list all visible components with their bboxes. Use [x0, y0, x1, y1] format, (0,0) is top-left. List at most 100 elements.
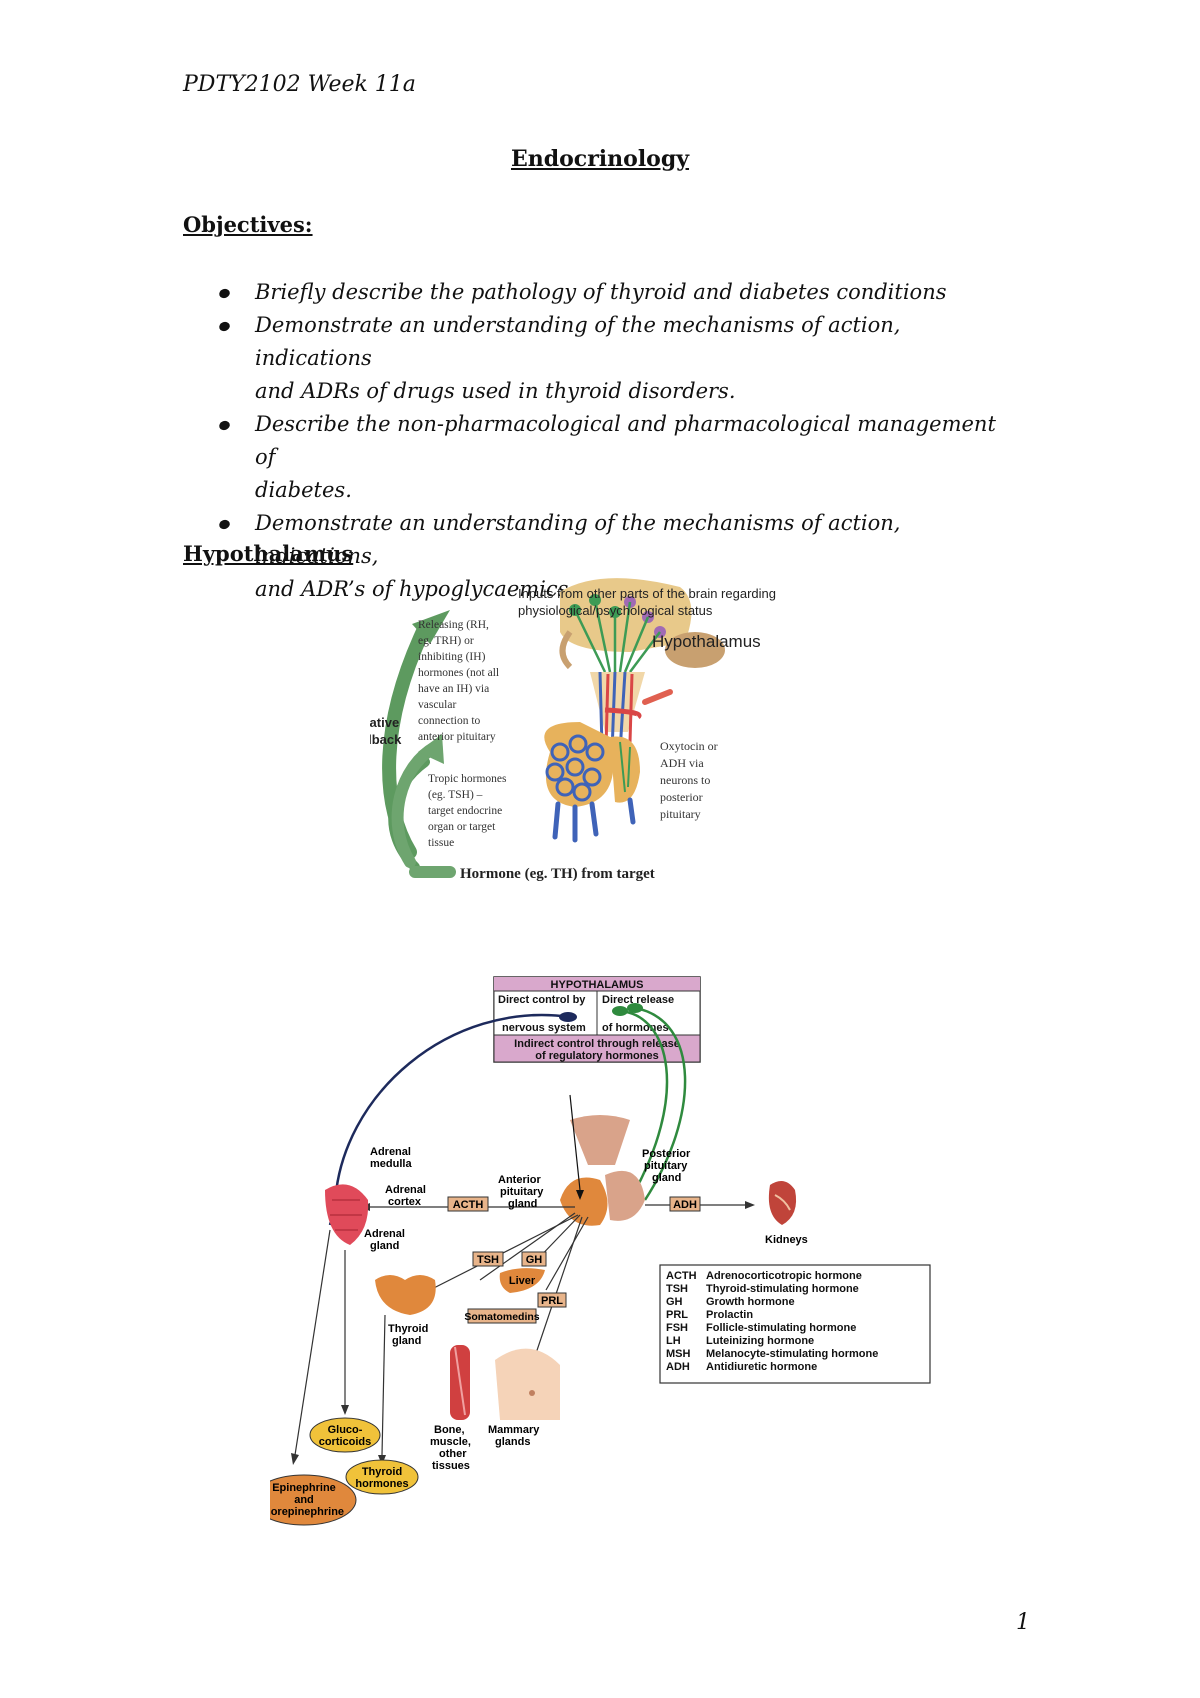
- svg-text:vascular: vascular: [418, 699, 456, 711]
- svg-text:pituitary: pituitary: [644, 1160, 688, 1172]
- svg-text:Tropic hormones: Tropic hormones: [428, 773, 507, 785]
- adrenal-medulla-label: Adrenal: [370, 1146, 411, 1158]
- svg-text:target endocrine: target endocrine: [428, 805, 502, 817]
- svg-text:LH: LH: [666, 1335, 681, 1347]
- svg-text:anterior pituitary: anterior pituitary: [418, 731, 496, 743]
- svg-text:tissues: tissues: [432, 1460, 470, 1472]
- list-item: Describe the non-pharmacological and pha…: [217, 408, 1020, 507]
- liver-label: Liver: [509, 1275, 536, 1287]
- svg-text:posterior: posterior: [660, 790, 703, 804]
- neuron-fibre: [619, 1009, 669, 1201]
- posterior-pituitary-label: Posterior: [642, 1148, 691, 1160]
- svg-text:TSH: TSH: [666, 1283, 688, 1295]
- adrenal-cortex-label: Adrenal: [385, 1184, 426, 1196]
- somatomedins-tag: Somatomedins: [464, 1311, 539, 1323]
- abbreviation-legend: [659, 1264, 931, 1384]
- svg-text:Oxytocin or: Oxytocin or: [660, 739, 718, 753]
- pituitary-control-diagram: HYPOTHALAMUS Direct control by nervous s…: [270, 976, 931, 1526]
- tropic-hormones-label: Tropic hormones (eg. TSH) – target endoc…: [428, 773, 507, 849]
- svg-text:Growth hormone: Growth hormone: [706, 1296, 795, 1308]
- hypothalamus-feedback-figure: Inputs from other parts of the brain reg…: [370, 578, 776, 882]
- oxytocin-label: Oxytocin or ADH via neurons to posterior…: [660, 739, 718, 821]
- svg-text:pituitary: pituitary: [660, 807, 701, 821]
- svg-text:Thyroid: Thyroid: [362, 1466, 402, 1478]
- mammary-glands-label: Mammary: [488, 1424, 540, 1436]
- adrenal-gland-label: Adrenal: [364, 1228, 405, 1240]
- page-header: PDTY2102 Week 11a: [183, 72, 416, 97]
- indirect-control-label: of regulatory hormones: [535, 1050, 658, 1062]
- svg-text:ADH via: ADH via: [660, 756, 704, 770]
- direct-control-label: Direct control by: [498, 994, 586, 1006]
- direct-release-label: Direct release: [602, 994, 674, 1006]
- negative-feedback-label: Negative: [370, 715, 399, 730]
- hypothalamus-label: Hypothalamus: [652, 632, 761, 651]
- svg-text:Prolactin: Prolactin: [706, 1309, 753, 1321]
- svg-text:Luteinizing hormone: Luteinizing hormone: [706, 1335, 814, 1347]
- objectives-heading: Objectives:: [183, 212, 313, 237]
- of-hormones-label: of hormones: [602, 1022, 669, 1034]
- svg-text:organ or target: organ or target: [428, 821, 496, 833]
- list-item: Demonstrate an understanding of the mech…: [217, 309, 1020, 408]
- svg-text:corticoids: corticoids: [319, 1436, 372, 1448]
- svg-text:ADH: ADH: [666, 1361, 690, 1373]
- svg-text:hormones (not all: hormones (not all: [418, 667, 499, 679]
- gh-tag: GH: [526, 1254, 543, 1266]
- legend-entries: ACTH Adrenocorticotropic hormone TSH Thyro…: [666, 1270, 878, 1373]
- liver-shape: [499, 1268, 545, 1293]
- svg-text:cortex: cortex: [388, 1196, 422, 1208]
- thyroid-gland-label: Thyroid: [388, 1323, 428, 1335]
- thyroid-shape: [375, 1275, 436, 1315]
- svg-text:muscle,: muscle,: [430, 1436, 471, 1448]
- svg-text:Epinephrine: Epinephrine: [272, 1482, 336, 1494]
- svg-text:Gluco-: Gluco-: [328, 1424, 363, 1436]
- svg-text:Adrenocorticotropic hormone: Adrenocorticotropic hormone: [706, 1270, 862, 1282]
- list-item: Briefly describe the pathology of thyroi…: [217, 276, 1020, 309]
- svg-text:Melanocyte-stimulating hormone: Melanocyte-stimulating hormone: [706, 1348, 878, 1360]
- bullet-icon: [217, 287, 232, 300]
- pituitary-stalk: [570, 1115, 630, 1165]
- svg-text:PRL: PRL: [666, 1309, 688, 1321]
- tsh-tag: TSH: [477, 1254, 499, 1266]
- svg-text:gland: gland: [370, 1240, 399, 1252]
- page-number: 1: [1016, 1610, 1030, 1635]
- svg-text:ACTH: ACTH: [666, 1270, 697, 1282]
- posterior-pituitary-shape: [605, 1170, 645, 1221]
- bullet-icon: [217, 518, 232, 531]
- section-heading: Hypothalamus: [183, 541, 354, 566]
- prl-tag: PRL: [541, 1295, 563, 1307]
- inputs-label: physiological/psychological status: [518, 603, 713, 618]
- anterior-pituitary-shape: [560, 1177, 608, 1226]
- page-title: Endocrinology: [510, 146, 690, 172]
- glucocorticoids-ellipse: [309, 1417, 381, 1453]
- mammary-shape: [495, 1348, 560, 1420]
- svg-text:FSH: FSH: [666, 1322, 688, 1334]
- svg-text:MSH: MSH: [666, 1348, 691, 1360]
- thyroid-hormones-ellipse: [345, 1459, 419, 1495]
- svg-text:neurons to: neurons to: [660, 773, 710, 787]
- neuron-icon: [569, 594, 666, 673]
- svg-text:norepinephrine: norepinephrine: [270, 1506, 344, 1518]
- arrow-head-icon: [412, 610, 450, 644]
- svg-text:glands: glands: [495, 1436, 530, 1448]
- svg-text:gland: gland: [392, 1335, 421, 1347]
- svg-text:gland: gland: [652, 1172, 681, 1184]
- svg-text:Releasing (RH,: Releasing (RH,: [418, 619, 489, 631]
- negative-feedback-label: feedback: [370, 732, 402, 747]
- svg-text:connection to: connection to: [418, 715, 481, 727]
- svg-text:other: other: [439, 1448, 467, 1460]
- svg-text:have an IH) via: have an IH) via: [418, 683, 489, 695]
- bullet-icon: [217, 419, 232, 432]
- inputs-label: Inputs from other parts of the brain reg…: [518, 586, 776, 601]
- svg-text:Thyroid-stimulating hormone: Thyroid-stimulating hormone: [706, 1283, 859, 1295]
- releasing-hormones-label: Releasing (RH, eg. TRH) or inhibiting (I…: [418, 619, 499, 743]
- svg-text:Follicle-stimulating hormone: Follicle-stimulating hormone: [706, 1322, 856, 1334]
- bone-muscle-label: Bone,: [434, 1424, 465, 1436]
- adh-tag: ADH: [673, 1199, 697, 1211]
- svg-text:pituitary: pituitary: [500, 1186, 544, 1198]
- svg-text:and: and: [294, 1494, 314, 1506]
- svg-text:eg. TRH) or: eg. TRH) or: [418, 635, 474, 647]
- objectives-list: Briefly describe the pathology of thyroi…: [217, 276, 1020, 606]
- bullet-icon: [217, 320, 232, 333]
- svg-text:Antidiuretic hormone: Antidiuretic hormone: [706, 1361, 817, 1373]
- anterior-pituitary-label: Anterior: [498, 1174, 542, 1186]
